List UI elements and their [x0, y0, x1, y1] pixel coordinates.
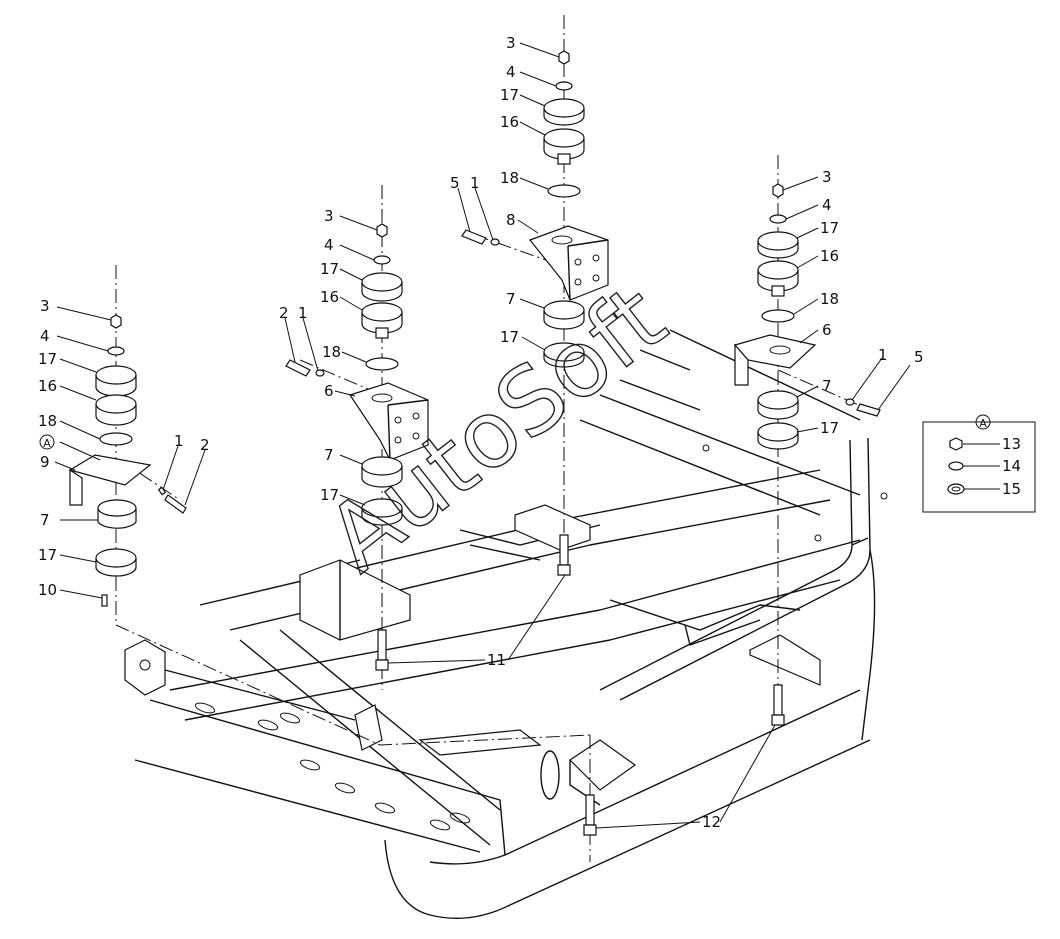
callout-5-right: 5: [914, 348, 924, 366]
callout-6-right: 6: [822, 321, 832, 339]
callout-7-right: 7: [822, 377, 832, 395]
callout-1-s2: 1: [298, 304, 308, 322]
callout-17-s3: 17: [500, 86, 519, 104]
callout-17-s2: 17: [320, 260, 339, 278]
callout-3-left: 3: [40, 297, 50, 315]
callout-16-s2: 16: [320, 288, 339, 306]
callout-14: 14: [1002, 457, 1021, 475]
callout-15: 15: [1002, 480, 1021, 498]
bumper-slots: [194, 702, 560, 831]
callout-17b-s3: 17: [500, 328, 519, 346]
callout-12: 12: [702, 813, 721, 831]
mount-stack-2: [285, 223, 429, 671]
callout-9-left: 9: [40, 453, 50, 471]
callout-16-left: 16: [38, 377, 57, 395]
callout-labels: 3 4 17 16 18 A 9 7 17 10 1 2 3 4 17 16 1…: [38, 34, 1021, 831]
callout-2-s2: 2: [279, 304, 289, 322]
callout-a-left: A: [43, 437, 51, 450]
mount-stack-3: [461, 50, 609, 576]
callout-7-s3: 7: [506, 290, 516, 308]
callout-16-right: 16: [820, 247, 839, 265]
callout-1-right: 1: [878, 346, 888, 364]
callout-18-left: 18: [38, 412, 57, 430]
callout-18-s2: 18: [322, 343, 341, 361]
callout-4-right: 4: [822, 196, 832, 214]
callout-17-right: 17: [820, 219, 839, 237]
callout-17-left: 17: [38, 350, 57, 368]
callout-8-s3: 8: [506, 211, 516, 229]
mount-stack-left: [68, 314, 187, 607]
callout-7-left: 7: [40, 511, 50, 529]
callout-13: 13: [1002, 435, 1021, 453]
callout-5-s3: 5: [450, 174, 460, 192]
leader-lines: [54, 42, 911, 829]
callout-10-left: 10: [38, 581, 57, 599]
callout-17b-right: 17: [820, 419, 839, 437]
callout-4-left: 4: [40, 327, 50, 345]
callout-3-right: 3: [822, 168, 832, 186]
callout-18-s3: 18: [500, 169, 519, 187]
callout-17b-left: 17: [38, 546, 57, 564]
callout-11: 11: [487, 651, 506, 669]
callout-1-left: 1: [174, 432, 184, 450]
callout-16-s3: 16: [500, 113, 519, 131]
callout-6-s2: 6: [324, 382, 334, 400]
callout-2-left: 2: [200, 436, 210, 454]
detail-box-a: A: [922, 414, 1036, 513]
callout-3-s3: 3: [506, 34, 516, 52]
detail-box-marker: A: [979, 417, 987, 430]
callout-4-s2: 4: [324, 236, 334, 254]
mount-stack-right: [583, 183, 881, 836]
callout-7-s2: 7: [324, 446, 334, 464]
callout-18-right: 18: [820, 290, 839, 308]
callout-1-s3: 1: [470, 174, 480, 192]
callout-17b-s2: 17: [320, 486, 339, 504]
callout-3-s2: 3: [324, 207, 334, 225]
callout-4-s3: 4: [506, 63, 516, 81]
